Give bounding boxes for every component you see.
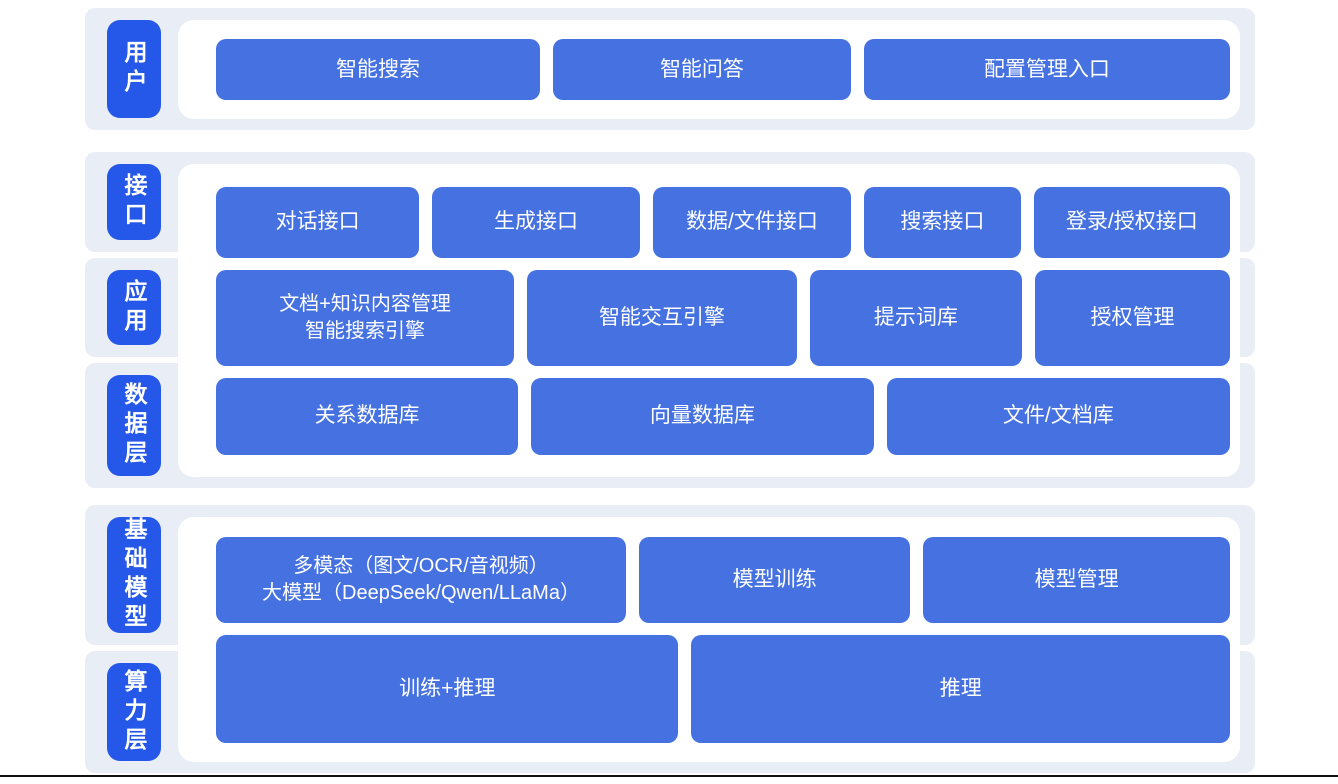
- diagram-box: 推理: [691, 634, 1230, 743]
- box-row: 智能搜索 智能问答 配置管理入口: [216, 39, 1230, 100]
- section-panel: 对话接口 生成接口 数据/文件接口 搜索接口 登录/授权接口文档+知识内容管理智能搜索引…: [178, 164, 1240, 477]
- diagram-box-label: 智能交互引擎: [598, 305, 725, 329]
- diagram-box: 模型管理: [923, 536, 1230, 623]
- diagram-box-label: 推理: [939, 676, 982, 700]
- diagram-box: 向量数据库: [531, 377, 874, 455]
- diagram-box-label: 授权管理: [1090, 305, 1175, 329]
- diagram-box: 训练+推理: [216, 634, 679, 743]
- diagram-box: 文件/文档库: [886, 377, 1230, 455]
- diagram-box: 数据/文件接口: [652, 186, 852, 258]
- box-row: 关系数据库 向量数据库 文件/文档库: [216, 377, 1230, 455]
- diagram-sections: 用户 智能搜索 智能问答 配置管理入口接口应用数据层 对话接口 生成接口 数据/文件接口 搜索…: [85, 8, 1255, 773]
- diagram-box: 多模态（图文/OCR/音视频） 大模型（DeepSeek/Qwen/LLaMa）: [216, 536, 627, 623]
- diagram-box-label: 向量数据库: [649, 404, 755, 428]
- diagram-box: 对话接口: [216, 186, 420, 258]
- diagram-box-label: 对话接口: [275, 210, 360, 234]
- section-panel: 智能搜索 智能问答 配置管理入口: [178, 20, 1240, 119]
- diagram-box: 生成接口: [432, 186, 640, 258]
- layer-label-foundation-model: 基础模型: [107, 517, 161, 633]
- diagram-box-label: 多模态（图文/OCR/音视频）: [293, 554, 549, 577]
- layer-label-text: 基础模型: [121, 517, 147, 633]
- diagram-box-label: 配置管理入口: [983, 57, 1110, 81]
- bottom-rule: [0, 775, 1338, 777]
- diagram-box: 搜索接口: [864, 186, 1021, 258]
- layer-label-data-layer: 数据层: [107, 374, 161, 476]
- diagram-box-label: 登录/授权接口: [1065, 210, 1198, 234]
- diagram-box-label: 关系数据库: [314, 404, 420, 428]
- diagram-box: 关系数据库: [216, 377, 519, 455]
- section-panel: 多模态（图文/OCR/音视频） 大模型（DeepSeek/Qwen/LLaMa） 模…: [178, 517, 1240, 762]
- layer-label-application: 应用: [107, 270, 161, 345]
- diagram-box-label: 智能问答: [659, 57, 744, 81]
- layer-label-text: 应用: [121, 278, 147, 337]
- layer-label-text: 算力层: [121, 668, 147, 756]
- diagram-box: 登录/授权接口: [1033, 186, 1230, 258]
- diagram-box-label: 模型管理: [1034, 567, 1119, 591]
- box-row: 对话接口 生成接口 数据/文件接口 搜索接口 登录/授权接口: [216, 186, 1230, 258]
- box-row: 文档+知识内容管理智能搜索引擎 智能交互引擎 提示词库 授权管理: [216, 269, 1230, 366]
- diagram-box: 智能交互引擎: [527, 269, 797, 366]
- diagram-box-label: 智能搜索: [335, 57, 420, 81]
- diagram-box: 模型训练: [639, 536, 911, 623]
- diagram-box-label: 训练+推理: [399, 676, 496, 700]
- diagram-box: 智能问答: [552, 39, 851, 100]
- layer-label-text: 数据层: [121, 381, 147, 469]
- diagram-box-label: 搜索接口: [900, 210, 985, 234]
- diagram-box: 智能搜索: [216, 39, 540, 100]
- box-row: 训练+推理 推理: [216, 634, 1230, 743]
- diagram-box: 提示词库: [809, 269, 1022, 366]
- diagram-box-label: 模型训练: [732, 567, 817, 591]
- section-interface-app-data: 接口应用数据层 对话接口 生成接口 数据/文件接口 搜索接口 登录/授权接口文档+知识内容…: [85, 152, 1255, 488]
- diagram-box-label: 文件/文档库: [1002, 404, 1114, 428]
- diagram-box: 配置管理入口: [863, 39, 1230, 100]
- diagram-box-label: 大模型（DeepSeek/Qwen/LLaMa）: [262, 581, 580, 604]
- diagram-box-label: 文档+知识内容管理: [279, 292, 451, 315]
- diagram-box-label: 数据/文件接口: [685, 210, 818, 234]
- layer-label-compute-layer: 算力层: [107, 663, 161, 761]
- layer-label-text: 用户: [121, 40, 147, 98]
- section-model-compute: 基础模型算力层 多模态（图文/OCR/音视频） 大模型（DeepSeek/Qwen/…: [85, 505, 1255, 773]
- diagram-box-label: 智能搜索引擎: [305, 319, 426, 342]
- layer-label-text: 接口: [121, 173, 147, 232]
- diagram-box-label: 生成接口: [494, 210, 579, 234]
- layer-label-user: 用户: [107, 20, 161, 118]
- section-user: 用户 智能搜索 智能问答 配置管理入口: [85, 8, 1255, 130]
- diagram-box-label: 提示词库: [873, 305, 958, 329]
- diagram-box: 文档+知识内容管理智能搜索引擎: [216, 269, 515, 366]
- diagram-box: 授权管理: [1035, 269, 1230, 366]
- box-row: 多模态（图文/OCR/音视频） 大模型（DeepSeek/Qwen/LLaMa） 模…: [216, 536, 1230, 623]
- layer-label-interface: 接口: [107, 164, 161, 241]
